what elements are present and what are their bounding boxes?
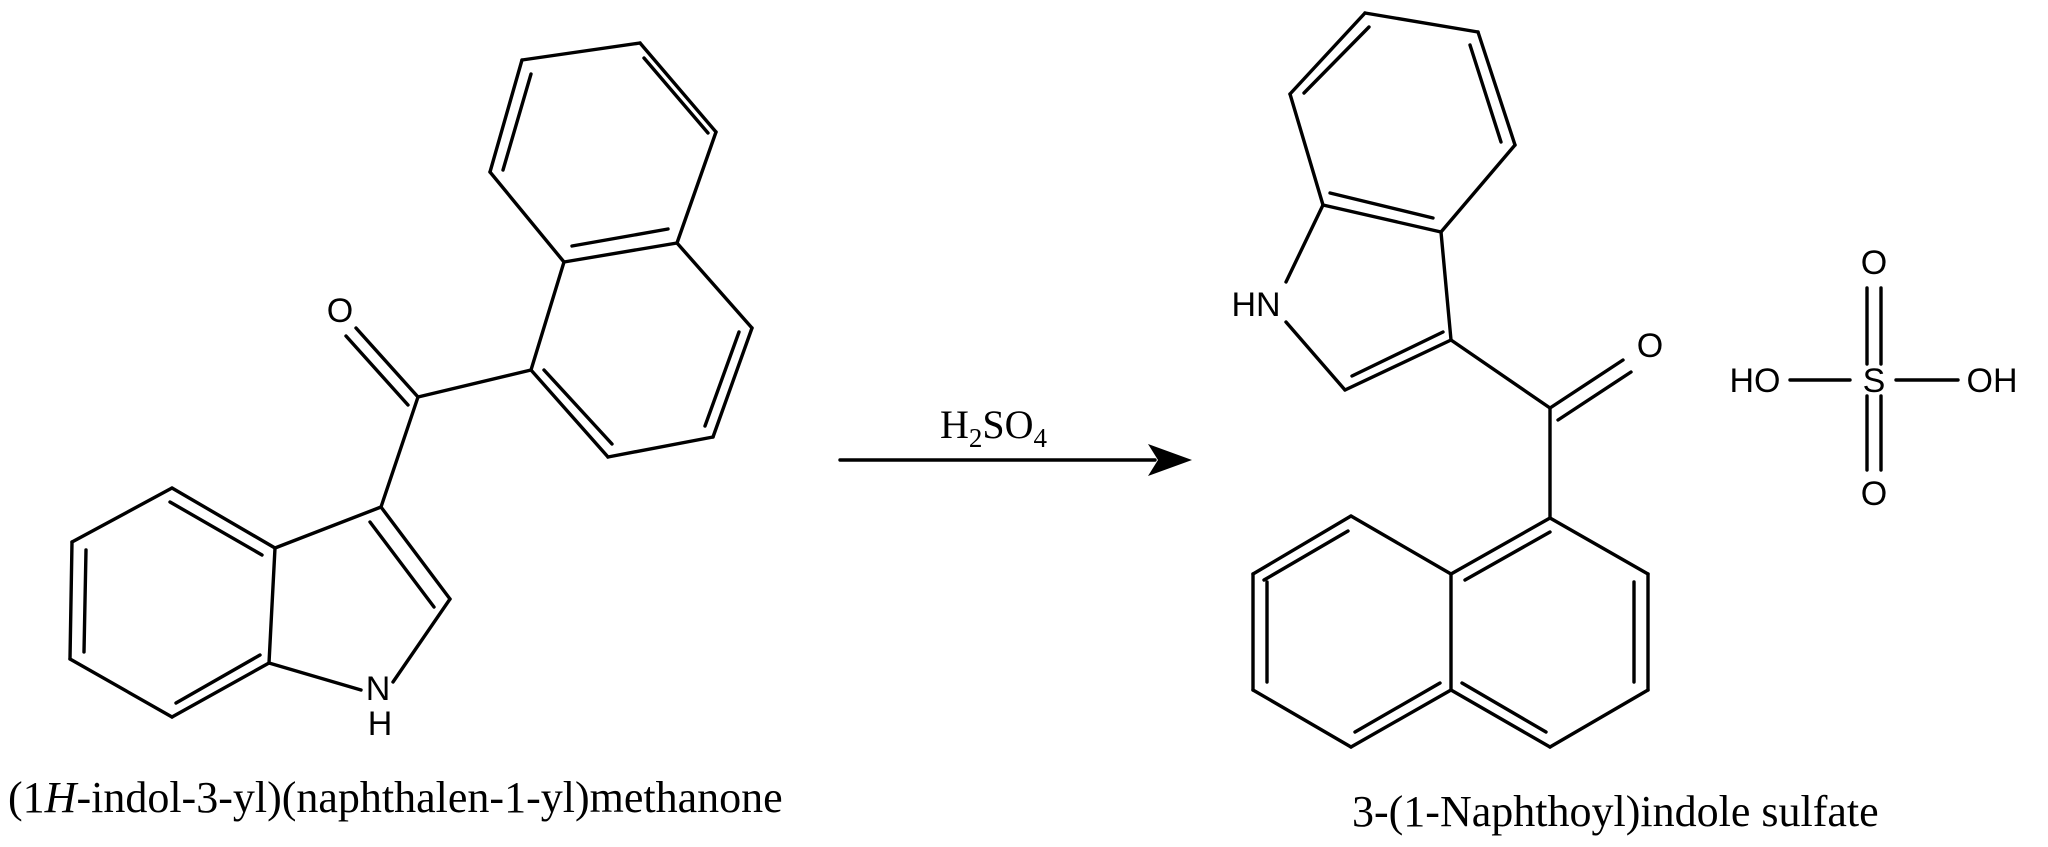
product-structure: HN O xyxy=(1231,11,1663,749)
reactant-name: (1H-indol-3-yl)(naphthalen-1-yl)methanon… xyxy=(8,773,783,822)
reactant-nh-hydrogen: H xyxy=(368,705,393,743)
reactant-indole-nitrogen: N xyxy=(366,670,391,708)
sulfuric-acid-structure: HO S OH O O xyxy=(1730,244,2018,513)
reactant-carbonyl-oxygen: O xyxy=(327,292,353,330)
product-indole-nh: HN xyxy=(1231,286,1280,324)
product-carbonyl-oxygen: O xyxy=(1637,327,1663,365)
reaction-arrow xyxy=(838,444,1192,476)
sulfuric-right-hydroxyl: OH xyxy=(1967,362,2018,400)
sulfur-atom: S xyxy=(1863,362,1886,400)
reactant-structure: O N H xyxy=(68,41,754,743)
product-name: 3-(1-Naphthoyl)indole sulfate xyxy=(1352,787,1879,836)
sulfuric-left-hydroxyl: HO xyxy=(1730,362,1781,400)
reagent-label: H2SO4 xyxy=(940,402,1048,453)
sulfuric-top-oxygen: O xyxy=(1861,244,1887,282)
sulfuric-bottom-oxygen: O xyxy=(1861,475,1887,513)
